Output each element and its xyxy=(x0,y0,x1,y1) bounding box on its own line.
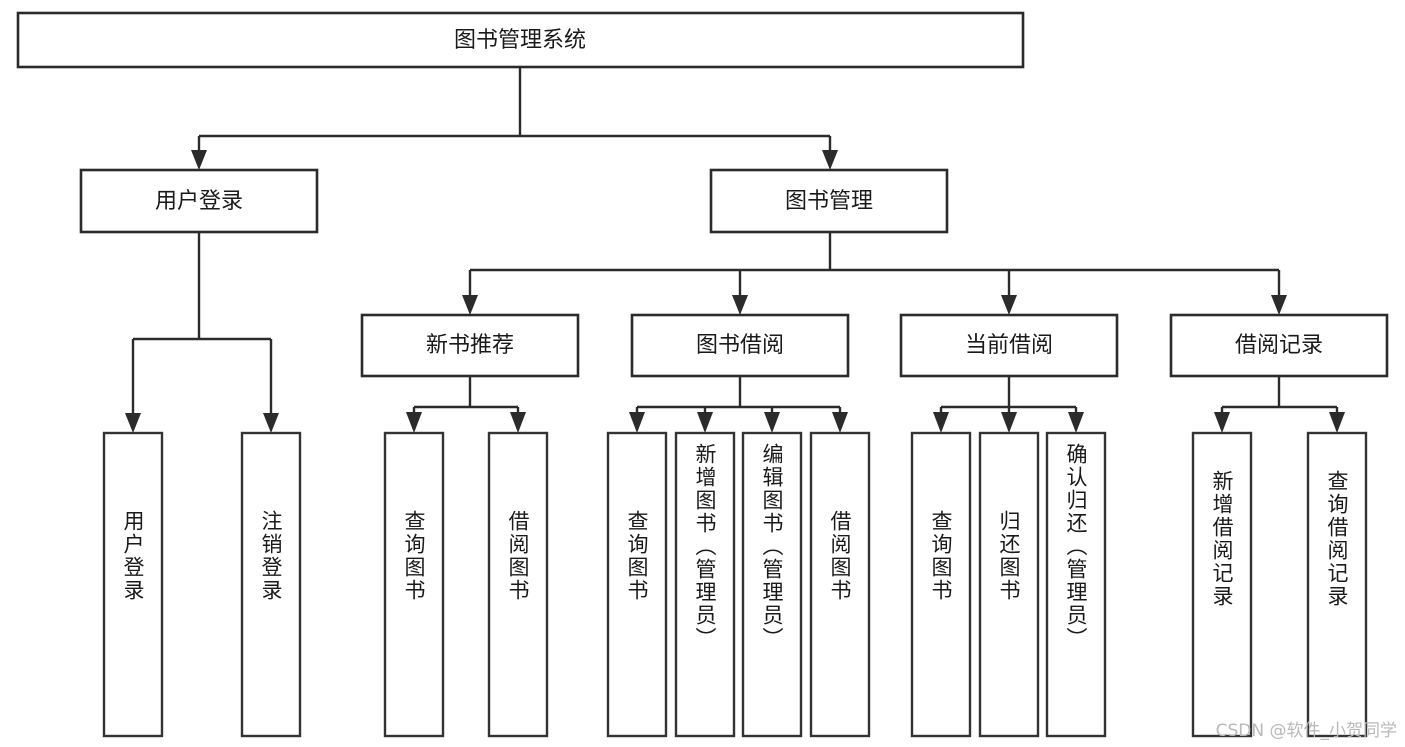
arrow-bm-to-new-book-icon xyxy=(462,295,478,315)
node-user-login-label: 用户登录 xyxy=(155,189,243,214)
arrow-nbr-to-leaf-2-icon xyxy=(510,412,526,433)
arrow-bb-to-leaf-4-icon xyxy=(832,412,848,433)
node-borrow-record-label: 借阅记录 xyxy=(1235,333,1323,358)
node-current-borrow[interactable]: 当前借阅 xyxy=(899,313,1119,378)
node-borrow-record-box[interactable] xyxy=(1169,313,1389,378)
node-book-management[interactable]: 图书管理 xyxy=(709,168,949,234)
leaf-node-user-login[interactable] xyxy=(102,431,164,738)
arrow-bm-to-borrow-record-icon xyxy=(1271,295,1287,315)
leaf-borrow-book-1-box[interactable] xyxy=(487,431,549,738)
leaf-node-query-book-2[interactable] xyxy=(606,431,668,738)
leaf-add-book-box[interactable] xyxy=(674,431,736,738)
leaf-node-query-record[interactable] xyxy=(1306,431,1368,738)
node-current-borrow-label: 当前借阅 xyxy=(965,333,1053,358)
leaf-borrow-book-2-box[interactable] xyxy=(809,431,871,738)
connector-group-user-login xyxy=(125,232,279,433)
leaf-node-query-book-3[interactable] xyxy=(910,431,972,738)
node-root[interactable]: 图书管理系统 xyxy=(16,11,1025,69)
arrow-cb-to-leaf-3-icon xyxy=(1068,412,1084,433)
leaf-query-book-1-box[interactable] xyxy=(383,431,445,738)
leaf-node-confirm-return[interactable] xyxy=(1045,431,1107,738)
arrow-ul-to-leaf-1-icon xyxy=(125,413,141,433)
leaf-add-record-box[interactable] xyxy=(1191,431,1253,738)
leaf-node-borrow-book-1[interactable] xyxy=(487,431,549,738)
leaf-query-book-3-box[interactable] xyxy=(910,431,972,738)
leaf-user-login-label: 用户登录 xyxy=(121,510,145,602)
arrow-nbr-to-leaf-1-icon xyxy=(406,412,422,433)
leaf-add-record-label: 新增借阅记录 xyxy=(1210,470,1234,608)
node-book-borrow[interactable]: 图书借阅 xyxy=(630,313,850,378)
leaf-node-borrow-book-2[interactable] xyxy=(809,431,871,738)
leaf-borrow-book-1-label: 借阅图书 xyxy=(506,510,530,602)
node-book-borrow-box[interactable] xyxy=(630,313,850,378)
arrow-cb-to-leaf-2-icon xyxy=(1001,412,1017,433)
leaf-return-book-box[interactable] xyxy=(978,431,1040,738)
leaf-borrow-book-2-label: 借阅图书 xyxy=(828,510,852,602)
arrow-bm-to-book-borrow-icon xyxy=(732,295,748,315)
arrow-root-to-book-management-icon xyxy=(822,150,838,170)
leaf-query-book-2-label: 查询图书 xyxy=(625,510,649,602)
leaf-logout-box[interactable] xyxy=(240,431,302,738)
leaf-query-book-2-box[interactable] xyxy=(606,431,668,738)
connector-group-book-borrow xyxy=(629,376,848,433)
connector-group-new-book-recommend xyxy=(406,376,526,433)
node-borrow-record[interactable]: 借阅记录 xyxy=(1169,313,1389,378)
connector-group-root xyxy=(191,67,838,170)
node-book-management-box[interactable] xyxy=(709,168,949,234)
node-new-book-recommend-label: 新书推荐 xyxy=(426,333,514,358)
leaf-node-query-book-1[interactable] xyxy=(383,431,445,738)
node-root-label: 图书管理系统 xyxy=(454,28,586,53)
node-user-login-box[interactable] xyxy=(79,168,319,234)
leaf-query-book-1-label: 查询图书 xyxy=(402,510,426,602)
leaf-node-add-record[interactable] xyxy=(1191,431,1253,738)
connector-group-current-borrow xyxy=(933,376,1084,433)
leaf-add-book-label: 新增图书（管理员） xyxy=(693,443,717,650)
arrow-br-to-leaf-2-icon xyxy=(1329,412,1345,433)
connector-group-borrow-record xyxy=(1214,376,1345,433)
arrow-root-to-user-login-icon xyxy=(191,150,207,170)
leaf-edit-book-label: 编辑图书（管理员） xyxy=(760,443,784,650)
node-book-borrow-label: 图书借阅 xyxy=(696,333,784,358)
arrow-bb-to-leaf-3-icon xyxy=(764,412,780,433)
leaf-query-book-3-label: 查询图书 xyxy=(929,510,953,602)
leaf-confirm-return-box[interactable] xyxy=(1045,431,1107,738)
leaf-logout-label: 注销登录 xyxy=(259,510,283,602)
leaf-return-book-label: 归还图书 xyxy=(997,510,1021,602)
arrow-ul-to-leaf-2-icon xyxy=(263,413,279,433)
arrow-bb-to-leaf-1-icon xyxy=(629,412,645,433)
arrow-bm-to-current-borrow-icon xyxy=(1001,295,1017,315)
arrow-br-to-leaf-1-icon xyxy=(1214,412,1230,433)
node-current-borrow-box[interactable] xyxy=(899,313,1119,378)
node-user-login[interactable]: 用户登录 xyxy=(79,168,319,234)
leaf-node-edit-book[interactable] xyxy=(741,431,803,738)
leaf-edit-book-box[interactable] xyxy=(741,431,803,738)
leaf-node-add-book[interactable] xyxy=(674,431,736,738)
leaf-node-logout[interactable] xyxy=(240,431,302,738)
arrow-bb-to-leaf-2-icon xyxy=(697,412,713,433)
leaf-confirm-return-label: 确认归还（管理员） xyxy=(1064,443,1088,650)
arrow-cb-to-leaf-1-icon xyxy=(933,412,949,433)
connector-group-book-management xyxy=(462,232,1287,315)
node-book-management-label: 图书管理 xyxy=(785,189,873,214)
leaf-node-return-book[interactable] xyxy=(978,431,1040,738)
node-new-book-recommend-box[interactable] xyxy=(360,313,580,378)
node-root-box[interactable] xyxy=(16,11,1025,69)
leaf-user-login-box[interactable] xyxy=(102,431,164,738)
leaf-query-record-label: 查询借阅记录 xyxy=(1325,470,1349,608)
leaf-query-record-box[interactable] xyxy=(1306,431,1368,738)
node-new-book-recommend[interactable]: 新书推荐 xyxy=(360,313,580,378)
